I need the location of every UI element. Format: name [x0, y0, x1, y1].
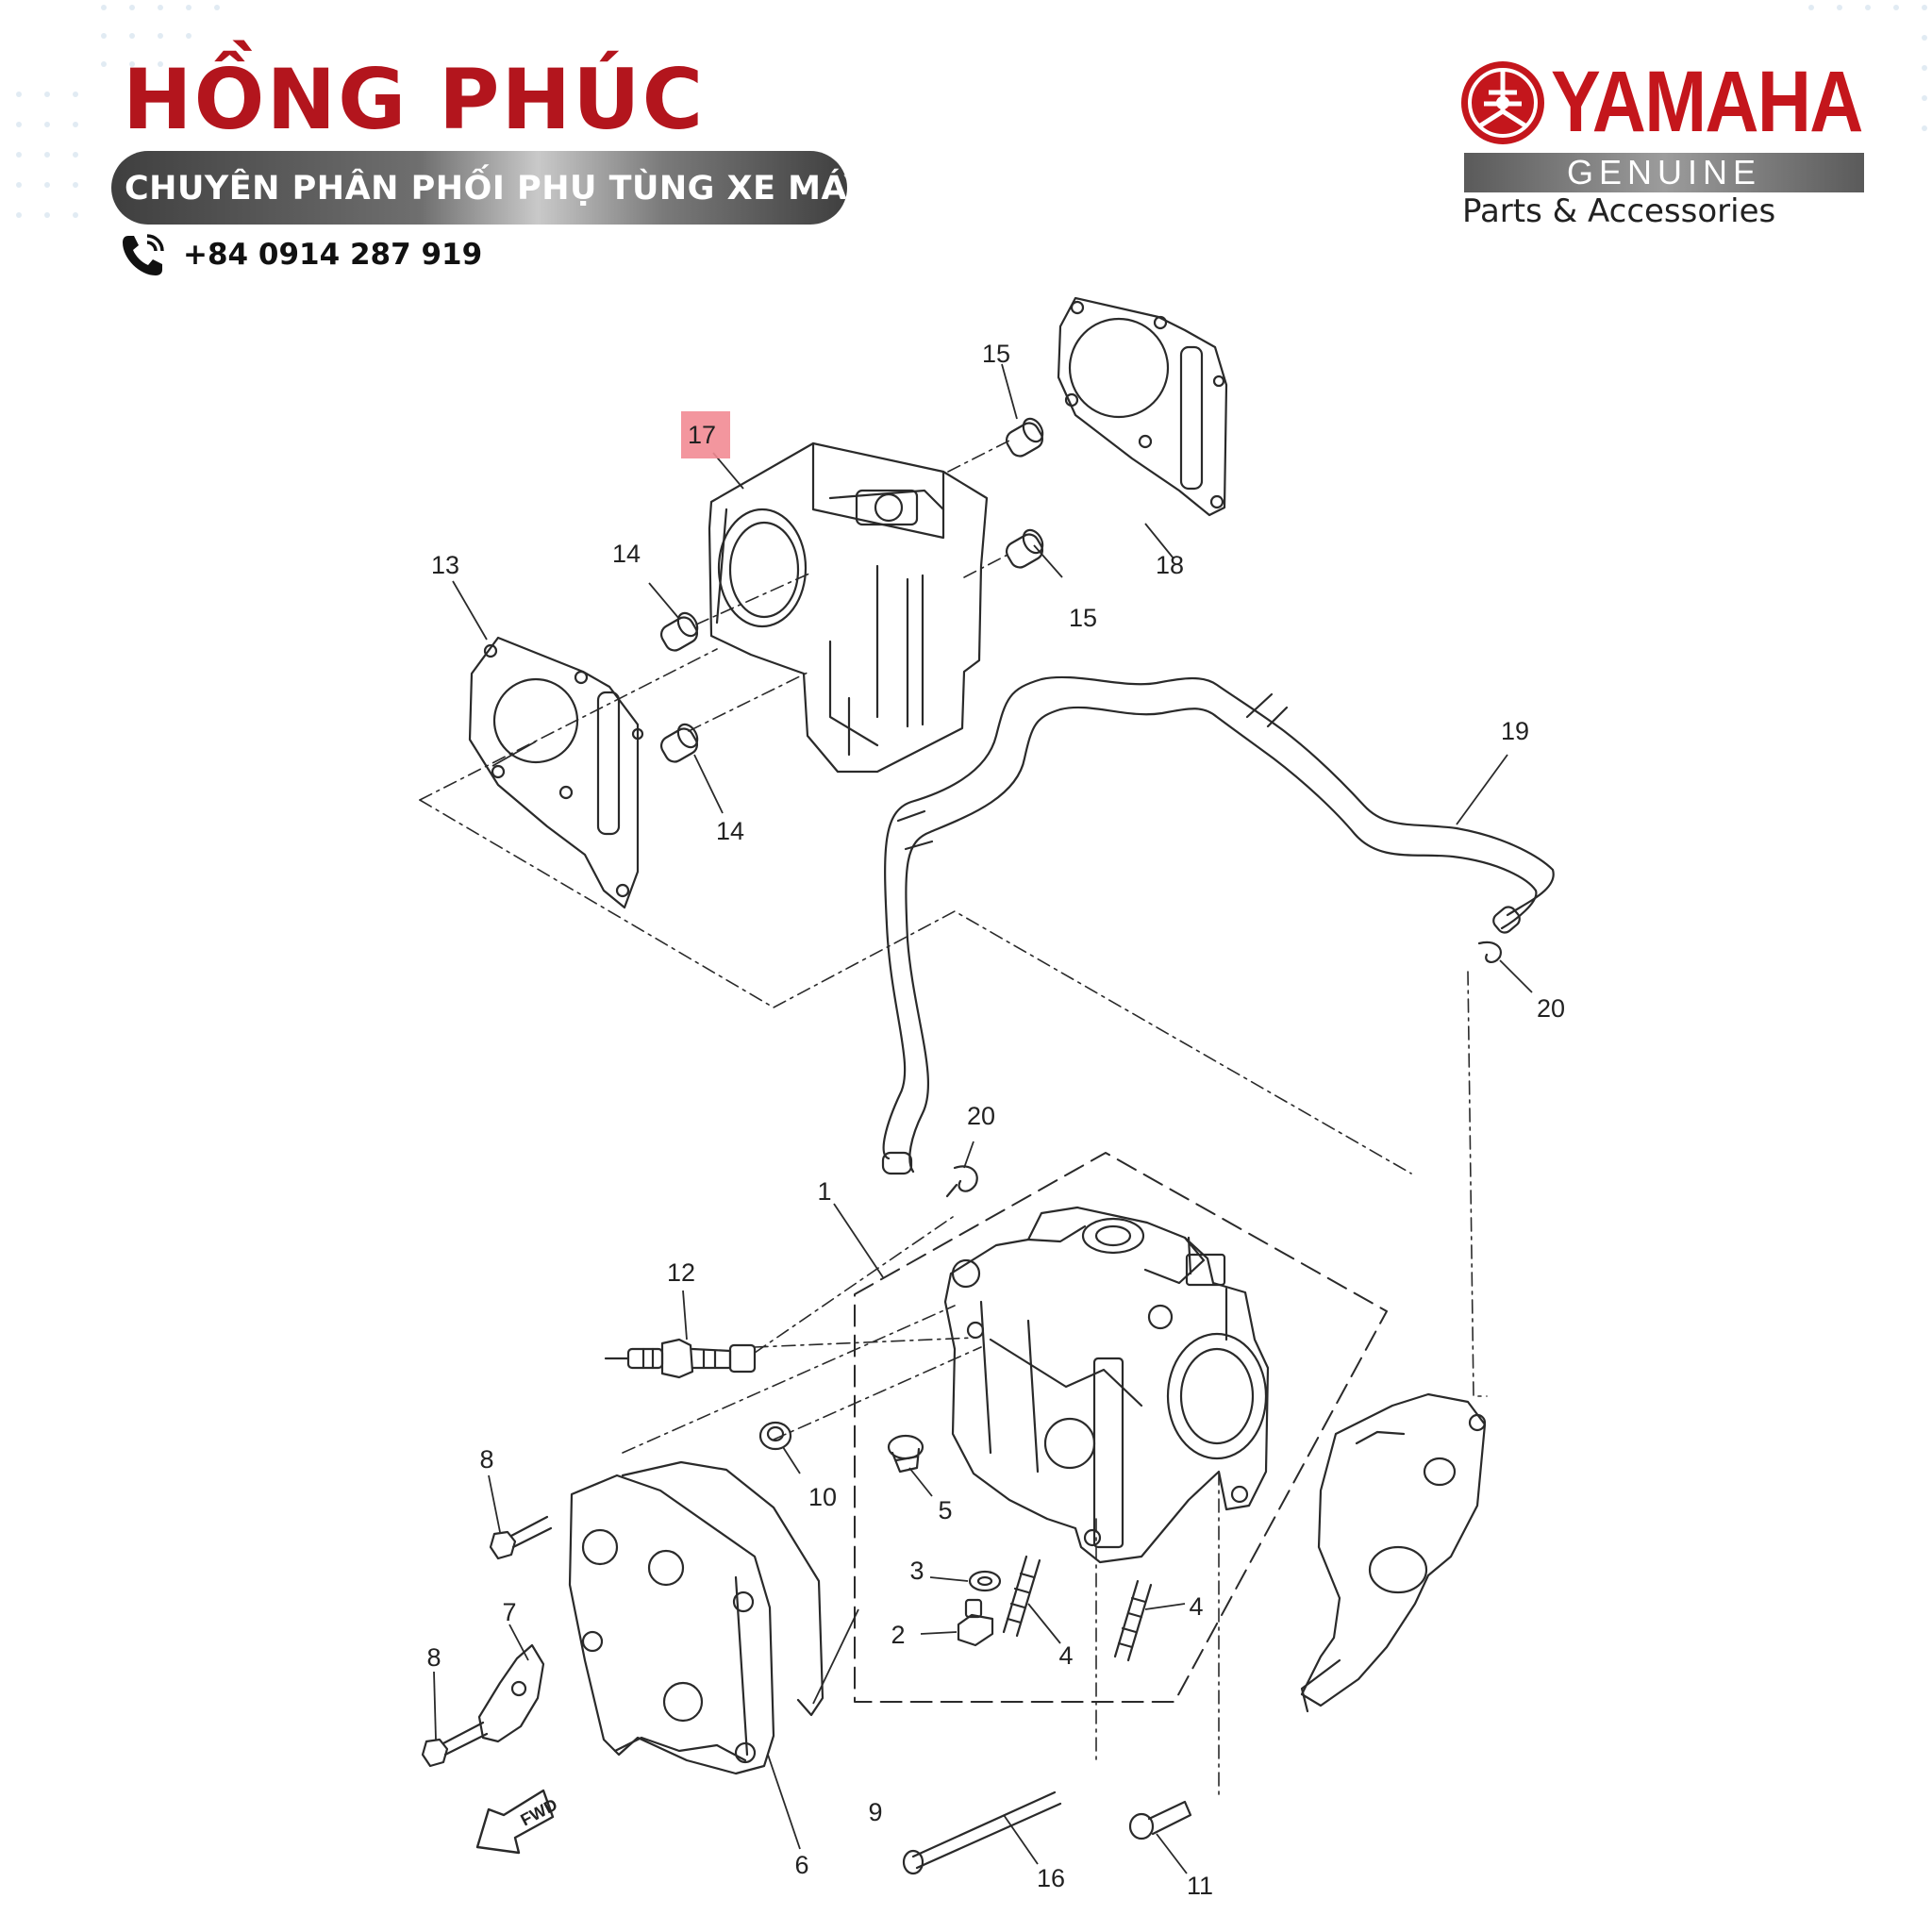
bracket-7 — [477, 1643, 545, 1743]
bolt-11 — [1128, 1800, 1192, 1840]
callout-4-right: 4 — [1189, 1592, 1203, 1621]
callout-1: 1 — [817, 1177, 831, 1206]
callout-7: 7 — [502, 1598, 516, 1626]
genuine-text: GENUINE — [1566, 153, 1762, 192]
stud-bolt-4b — [1113, 1579, 1153, 1662]
bolt-2 — [957, 1598, 994, 1647]
callout-8-upper: 8 — [479, 1445, 493, 1474]
cylinder-head — [943, 1206, 1270, 1564]
callout-14-lower: 14 — [716, 817, 744, 845]
cylinder-head-assembly-box — [854, 1152, 1388, 1703]
callout-15-upper: 15 — [982, 340, 1010, 368]
hose-clip-right-20 — [1477, 941, 1502, 963]
tagline-banner: CHUYÊN PHÂN PHỐI PHỤ TÙNG XE MÁY — [111, 151, 847, 225]
dowel-pin-upper-15 — [1005, 417, 1044, 458]
phone-number: +84 0914 287 919 — [183, 238, 483, 272]
brand-title: HỒNG PHÚC — [123, 51, 706, 148]
callout-6: 6 — [794, 1851, 808, 1879]
callout-18: 18 — [1156, 551, 1184, 579]
callout-3: 3 — [909, 1557, 924, 1585]
long-stud-16 — [902, 1790, 1062, 1875]
bolt-8-upper — [489, 1515, 553, 1560]
cylinder-block — [708, 441, 989, 774]
air-hose-19 — [881, 675, 1555, 1175]
callout-14-upper: 14 — [612, 540, 641, 568]
callout-16: 16 — [1037, 1864, 1065, 1892]
callout-13: 13 — [431, 551, 459, 579]
decorative-dot-grid-left — [16, 5, 220, 218]
cylinder-head-gasket-right — [1057, 296, 1228, 517]
yamaha-genuine-logo: YAMAHA GENUINE Parts & Accessories — [1453, 55, 1868, 243]
callout-10: 10 — [808, 1483, 837, 1511]
cylinder-base-gasket-left — [468, 636, 644, 909]
plug-10 — [758, 1421, 792, 1451]
assembly-guide-lines — [419, 439, 1488, 1799]
bolt-8-lower — [421, 1721, 489, 1768]
yamaha-wordmark: YAMAHA — [1551, 54, 1863, 150]
callout-19: 19 — [1501, 717, 1529, 745]
callout-12: 12 — [667, 1258, 695, 1287]
phone-icon — [123, 234, 164, 275]
genuine-banner: GENUINE — [1464, 153, 1864, 192]
dowel-pin-lower-15 — [1005, 528, 1044, 569]
spark-plug-12 — [604, 1338, 757, 1379]
callout-15-lower: 15 — [1069, 604, 1097, 632]
callout-5: 5 — [938, 1496, 952, 1524]
stud-bolt-4a — [1002, 1555, 1041, 1638]
tuning-fork-emblem-icon — [1461, 61, 1544, 144]
parts-accessories-text: Parts & Accessories — [1462, 192, 1776, 230]
callout-2: 2 — [891, 1621, 905, 1649]
plug-screw-5 — [887, 1434, 924, 1474]
dowel-pin-upper-14 — [659, 611, 699, 652]
forward-direction-arrow — [475, 1789, 555, 1855]
callout-9: 9 — [868, 1798, 882, 1826]
callout-8-lower: 8 — [426, 1643, 441, 1672]
callout-4-left: 4 — [1058, 1641, 1073, 1670]
cylinder-head-cover-6 — [568, 1474, 775, 1775]
hose-clip-left-20 — [945, 1165, 978, 1198]
thermostat-housing — [1300, 1392, 1487, 1713]
phone-contact[interactable]: +84 0914 287 919 — [119, 228, 482, 281]
callout-20-right: 20 — [1537, 994, 1565, 1023]
callout-20-left: 20 — [967, 1102, 995, 1130]
tagline-text: CHUYÊN PHÂN PHỐI PHỤ TÙNG XE MÁY — [125, 170, 847, 208]
callout-17: 17 — [688, 421, 716, 449]
callout-11: 11 — [1187, 1872, 1213, 1900]
callout-17-highlight — [681, 411, 730, 458]
washer-3 — [968, 1570, 1002, 1592]
dowel-pin-lower-14 — [659, 723, 699, 763]
cover-gasket-9 — [621, 1460, 824, 1717]
callout-labels: 1 2 3 4 4 5 6 7 8 8 9 10 11 12 13 14 14 … — [426, 340, 1565, 1900]
decorative-dot-grid-right — [1808, 5, 1927, 131]
